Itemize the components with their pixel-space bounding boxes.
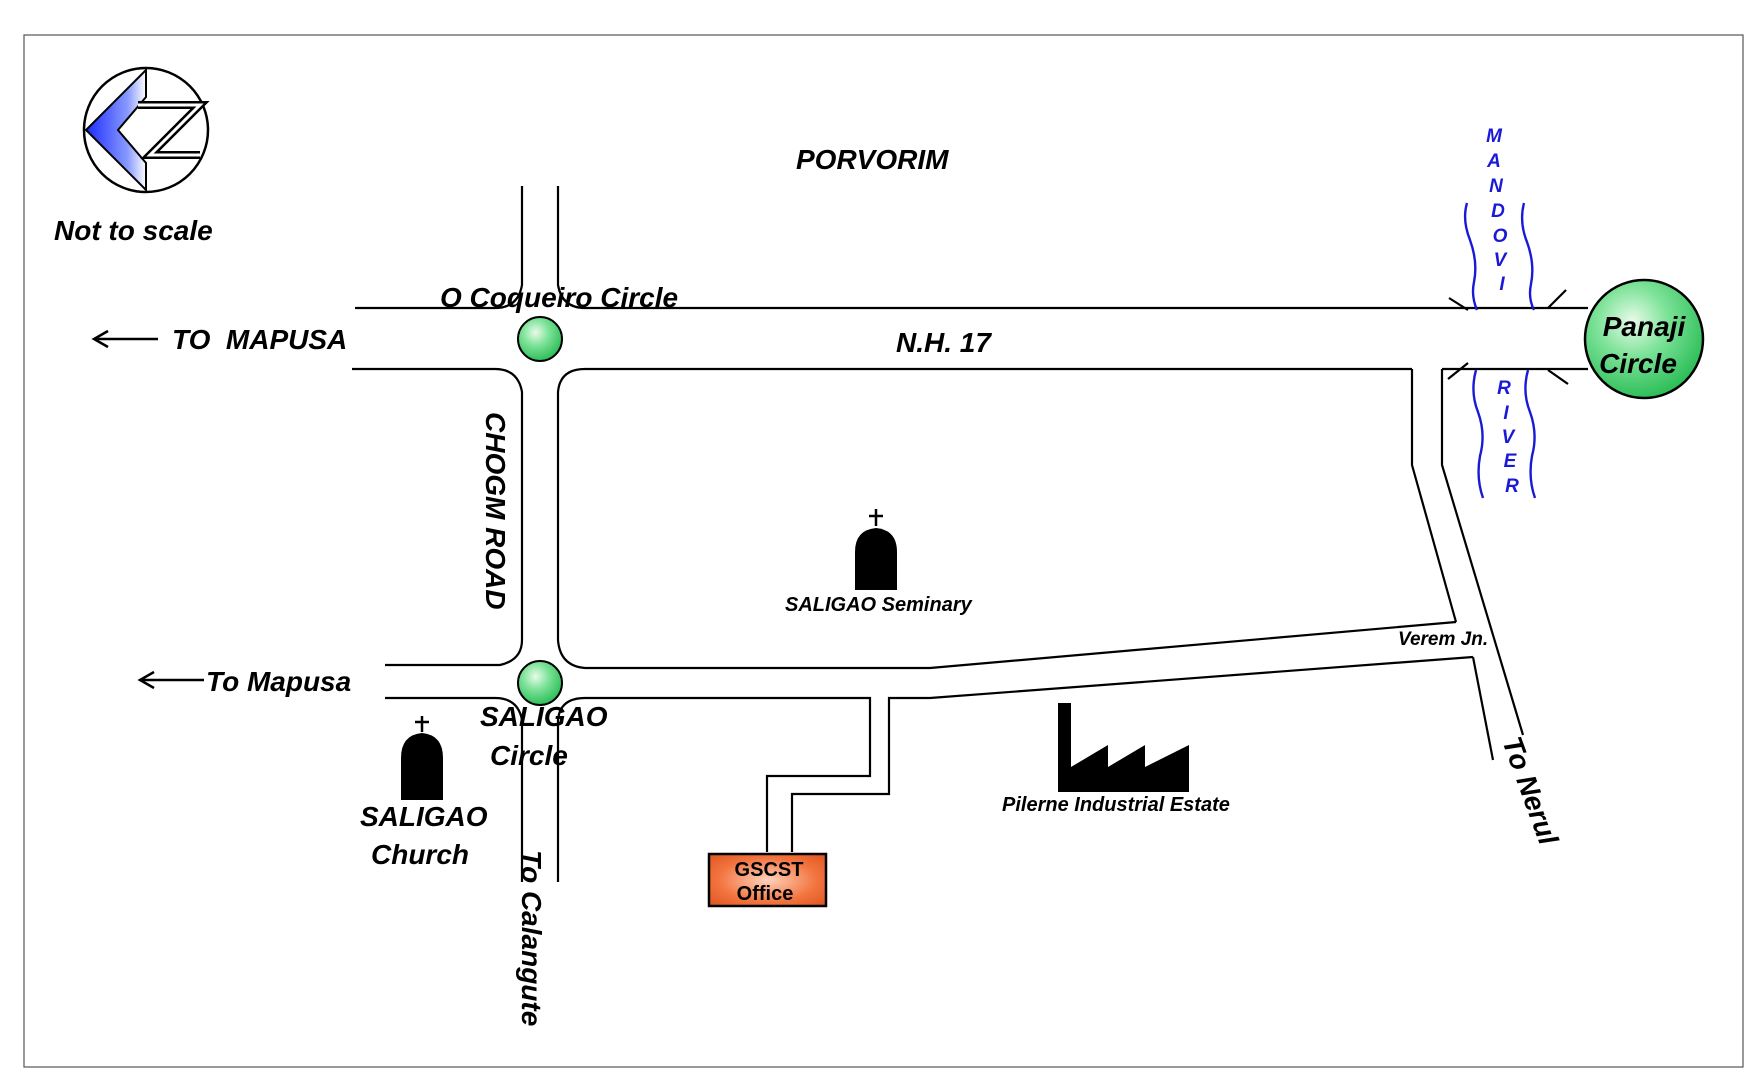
panaji-spoke-4: [1547, 369, 1569, 385]
verem-jn-label: Verem Jn.: [1398, 629, 1488, 650]
river-letter: N: [1489, 176, 1504, 197]
river-letter: I: [1503, 403, 1509, 424]
river-bank-west-lower: [1472, 369, 1485, 499]
nh17-label: N.H. 17: [896, 327, 992, 358]
road-network: [352, 186, 1588, 882]
nh17-road-bottom-edge-east: [556, 367, 1588, 670]
panaji-spoke-1: [1448, 297, 1469, 311]
gscst-office-marker: GSCST Office: [707, 852, 828, 908]
chogm-road-label: CHOGM ROAD: [480, 412, 511, 610]
panaji-circle-marker: [1583, 278, 1705, 400]
o-coqueiro-circle-marker: [517, 316, 563, 362]
saligao-seminary-label: SALIGAO Seminary: [785, 594, 973, 616]
saligao-circle-label-line2: Circle: [490, 740, 568, 771]
to-mapusa-bottom-label: To Mapusa: [206, 666, 351, 697]
nerul-road-west-edge: [1410, 369, 1458, 623]
to-nerul-label: To Nerul: [1496, 732, 1564, 849]
saligao-church-label-line2: Church: [371, 839, 469, 870]
nh17-road-top-edge-east: [556, 186, 1588, 310]
left-arrow-icon: [91, 329, 158, 349]
pilerne-estate-label: Pilerne Industrial Estate: [1002, 794, 1230, 816]
river-bank-west-upper: [1463, 202, 1479, 311]
river-label-upper: M A N D O V I: [1486, 126, 1508, 295]
mandovi-river: M A N D O V I R I V E R: [1463, 126, 1537, 499]
river-label-lower: R I V E R: [1497, 378, 1519, 497]
saligao-circle-label-line1: SALIGAO: [480, 701, 608, 732]
river-letter: R: [1505, 476, 1519, 497]
panaji-spoke-2: [1447, 362, 1469, 380]
seminary-icon: [855, 509, 897, 590]
saligao-church-label-line1: SALIGAO: [360, 801, 488, 832]
map-frame: [23, 34, 1744, 1068]
saligao-road-bottom-edge: [385, 696, 524, 882]
saligao-road-bottom-edge-east: [556, 696, 872, 882]
river-letter: M: [1486, 126, 1503, 147]
river-letter: R: [1497, 378, 1511, 399]
o-coqueiro-circle-label: O Coqueiro Circle: [440, 282, 678, 313]
river-letter: V: [1502, 427, 1516, 448]
river-letter: V: [1494, 250, 1508, 271]
river-letter: D: [1491, 201, 1505, 222]
office-label-line2: Office: [737, 883, 794, 905]
north-arrow-icon: [82, 66, 210, 194]
river-letter: O: [1493, 226, 1508, 247]
panaji-circle-label-line1: Panaji: [1603, 311, 1687, 342]
left-arrow-icon: [137, 670, 204, 690]
to-mapusa-top-label: TO MAPUSA: [172, 324, 347, 355]
church-icon: [401, 716, 443, 800]
river-letter: A: [1486, 151, 1501, 172]
saligao-circle-marker: [517, 660, 563, 706]
nerul-road-west-edge-south: [1471, 656, 1495, 761]
nh17-road-top-edge: [355, 186, 524, 310]
area-label: PORVORIM: [796, 144, 949, 175]
office-spur-road: [790, 655, 1474, 852]
scale-note: Not to scale: [54, 215, 213, 246]
panaji-spoke-3: [1547, 289, 1567, 309]
panaji-circle-label-line2: Circle: [1599, 348, 1677, 379]
river-bank-east-upper: [1520, 202, 1536, 311]
nerul-road-east-edge: [1440, 369, 1525, 736]
to-calangute-label: To Calangute: [516, 850, 547, 1026]
office-label-line1: GSCST: [735, 859, 804, 881]
river-letter: I: [1499, 274, 1505, 295]
nh17-road-bottom-edge: [352, 367, 524, 667]
river-letter: E: [1504, 451, 1518, 472]
river-bank-east-lower: [1524, 369, 1537, 499]
factory-icon: [1058, 703, 1189, 792]
